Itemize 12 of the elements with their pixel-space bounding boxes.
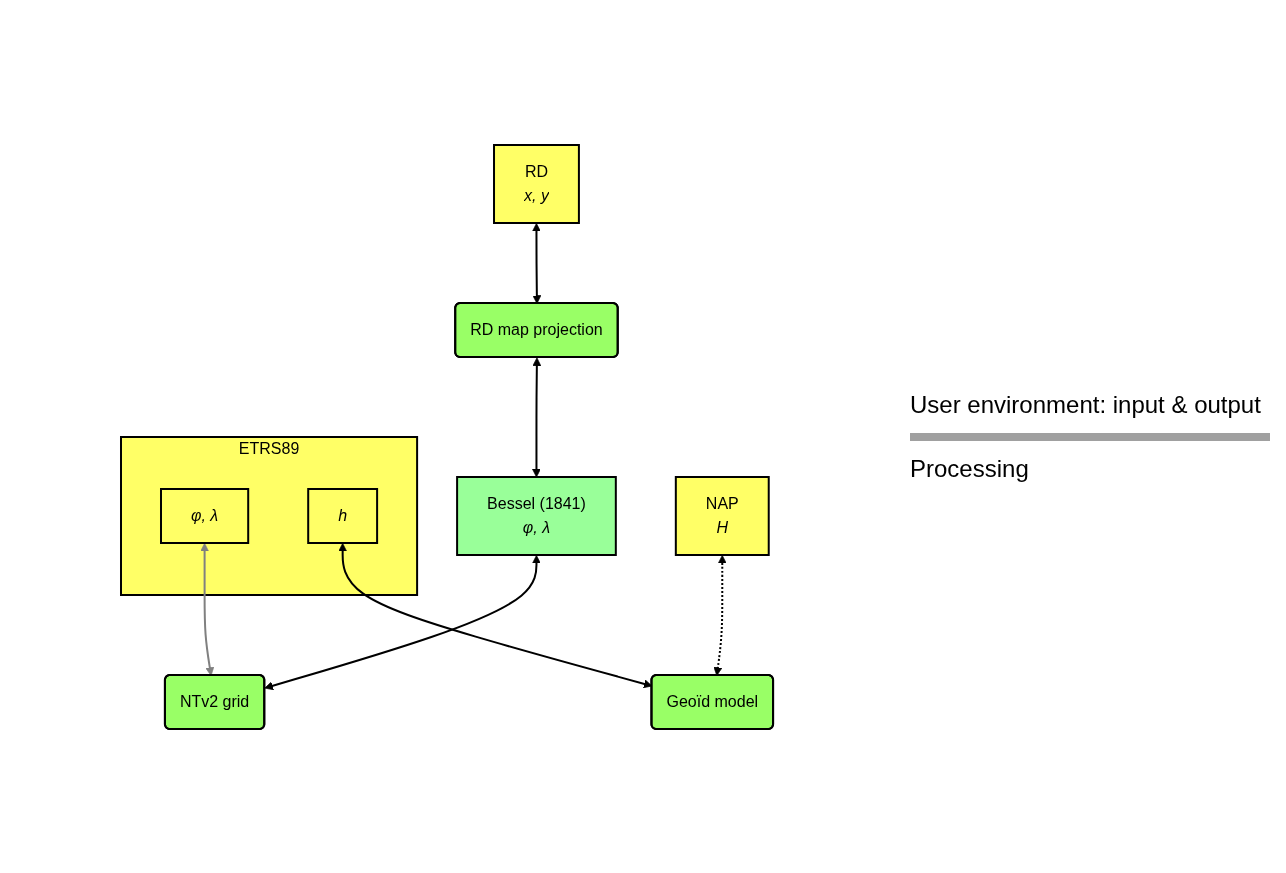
node-box: RD x, y xyxy=(492,143,580,224)
section-label: User environment: input & output xyxy=(910,390,1262,419)
arrow xyxy=(532,357,542,477)
arrow xyxy=(264,554,541,690)
section-label: Processing xyxy=(910,454,1030,483)
node-box: NAP H xyxy=(674,475,770,556)
arrow xyxy=(200,542,215,676)
node-box: φ, λ xyxy=(159,487,250,544)
arrow xyxy=(532,222,542,304)
node-box: Bessel (1841) φ, λ xyxy=(456,475,617,556)
arrow xyxy=(713,554,727,676)
node-box: h xyxy=(307,487,379,544)
